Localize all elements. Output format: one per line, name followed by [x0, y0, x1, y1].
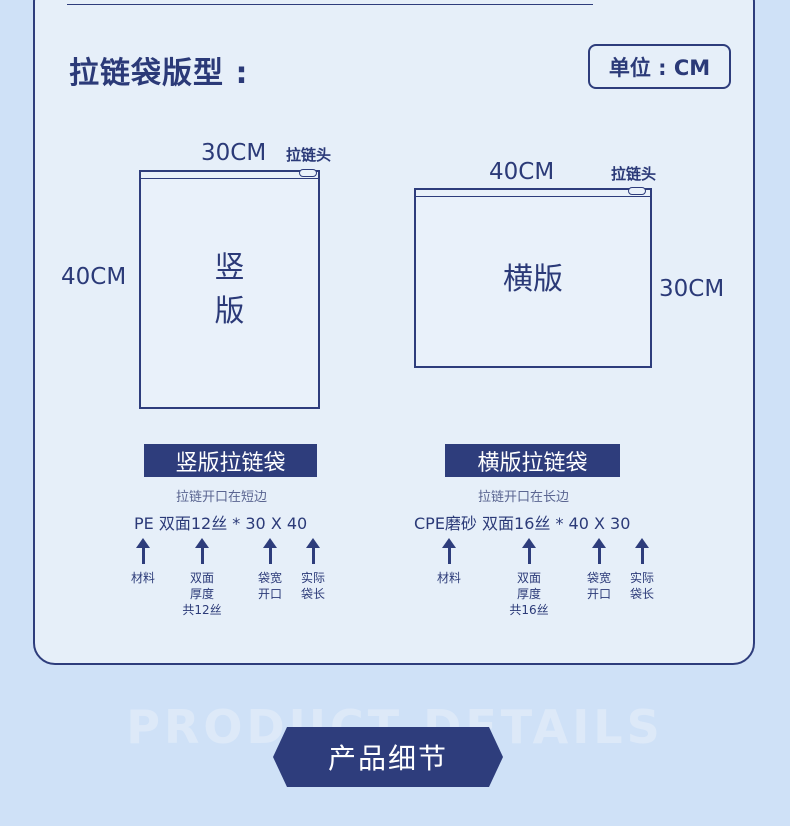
arrow-up-icon: [521, 538, 537, 564]
horizontal-note: 拉链开口在长边: [478, 490, 570, 505]
banner-title: 产品细节: [327, 742, 448, 775]
vertical-caption-length: 实际 袋长: [300, 571, 325, 601]
horizontal-caption-material: 材料: [436, 571, 461, 585]
vertical-bag-text-2: 版: [214, 294, 245, 329]
vertical-type-pill: 竖版拉链袋: [144, 444, 317, 477]
horizontal-caption-width: 袋宽 开口: [586, 571, 611, 601]
zipper-line: [416, 196, 650, 197]
horizontal-type-pill: 横版拉链袋: [445, 444, 620, 477]
horizontal-zipper-label: 拉链头: [611, 165, 657, 183]
vertical-caption-width: 袋宽 开口: [257, 571, 282, 601]
horizontal-bag-text: 横版: [503, 262, 563, 297]
vertical-caption-material: 材料: [130, 571, 155, 585]
vertical-note: 拉链开口在短边: [176, 490, 268, 505]
zipper-line: [141, 178, 318, 179]
zipper-head-icon: [628, 187, 646, 195]
vertical-zipper-label: 拉链头: [286, 146, 332, 164]
vertical-bag-text-1: 竖: [214, 250, 245, 285]
top-divider: [67, 4, 593, 5]
horizontal-width-label: 40CM: [489, 159, 555, 185]
horizontal-spec: CPE磨砂 双面16丝 * 40 X 30: [414, 514, 631, 533]
horizontal-caption-thickness: 双面 厚度 共16丝: [509, 571, 549, 617]
horizontal-bag-outline: 横版: [414, 187, 652, 368]
arrow-up-icon: [305, 538, 321, 564]
arrow-up-icon: [135, 538, 151, 564]
banner-shape: [273, 727, 503, 787]
vertical-width-label: 30CM: [201, 140, 267, 166]
vertical-bag-outline: 竖 版: [139, 169, 320, 409]
arrow-up-icon: [591, 538, 607, 564]
vertical-height-label: 40CM: [61, 264, 127, 290]
vertical-spec: PE 双面12丝 * 30 X 40: [134, 514, 308, 533]
zipper-head-icon: [299, 169, 317, 177]
arrow-up-icon: [634, 538, 650, 564]
section-title: 拉链袋版型 :: [69, 56, 249, 91]
arrow-up-icon: [262, 538, 278, 564]
section-banner: 产品细节: [273, 727, 503, 787]
arrow-up-icon: [194, 538, 210, 564]
unit-badge: 单位 : CM: [588, 44, 731, 89]
vertical-caption-thickness: 双面 厚度 共12丝: [182, 571, 222, 617]
horizontal-height-label: 30CM: [659, 276, 725, 302]
arrow-up-icon: [441, 538, 457, 564]
horizontal-caption-length: 实际 袋长: [629, 571, 654, 601]
